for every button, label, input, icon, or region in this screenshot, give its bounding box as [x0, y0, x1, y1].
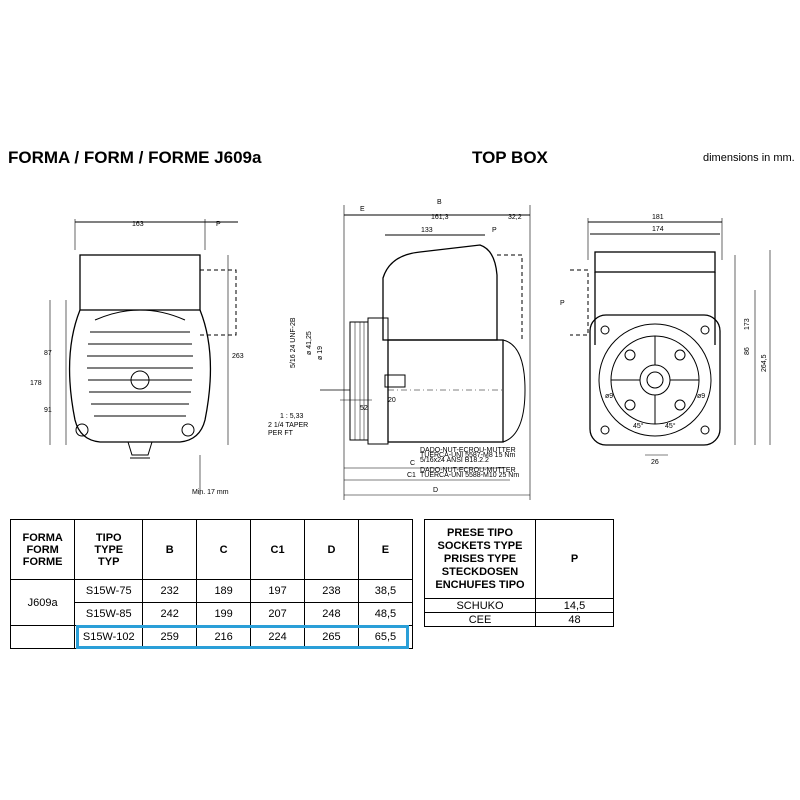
side-view: E B 161,3 32,2 133 P 5/16 24 UNF-2B ø 41…	[268, 199, 531, 500]
header-socket-type: PRESE TIPO SOCKETS TYPE PRISES TYPE STEC…	[424, 519, 536, 599]
dim-unf: 5/16 24 UNF-2B	[290, 317, 297, 368]
spec-table: FORMA FORM FORME TIPO TYPE TYP B C C1 D …	[9, 519, 414, 649]
cell-p: 48	[535, 612, 614, 627]
cell-socket: SCHUKO	[424, 598, 536, 613]
header-p: P	[535, 519, 614, 599]
cell-b: 259	[142, 625, 198, 649]
header-tipo-text: TIPO TYPE TYP	[94, 531, 124, 568]
dim-264-5: 264,5	[761, 354, 768, 372]
cell-c1: 224	[250, 625, 305, 649]
dim-p-left: P	[216, 221, 221, 228]
dim-178: 178	[30, 380, 42, 387]
cell-e: 65,5	[357, 625, 414, 649]
cell-d: 238	[304, 579, 359, 603]
cell-d: 248	[304, 602, 359, 626]
dim-91: 91	[44, 407, 52, 414]
dim-p-side: P	[492, 227, 497, 234]
dim-45-right: 45°	[665, 422, 676, 430]
dim-b: B	[437, 199, 442, 206]
dim-32-2: 32,2	[508, 214, 522, 221]
rear-view: 181 174 P ø9 ø9 45° 45° 26 173 86 264,5	[560, 214, 771, 466]
header-forma: FORMA FORM FORME	[9, 519, 76, 580]
dimensions-note: dimensions in mm.	[703, 152, 795, 164]
header-socket-type-text: PRESE TIPO SOCKETS TYPE PRISES TYPE STEC…	[435, 526, 525, 591]
dim-133: 133	[421, 227, 433, 234]
topbox-title: TOP BOX	[472, 148, 548, 167]
cell-e: 48,5	[357, 602, 414, 626]
cell-type: S15W-75	[74, 579, 144, 603]
nut-note-3: 5/16x24 ANSI B18.2.2	[420, 457, 489, 464]
technical-drawing: 163 P 87 178 91 263 Min. 17 mm E B 161,3…	[30, 199, 771, 500]
cell-d: 265	[304, 625, 359, 649]
cell-type: S15W-102	[74, 625, 144, 649]
cell-p: 14,5	[535, 598, 614, 613]
page-title: FORMA / FORM / FORME J609a	[8, 148, 262, 167]
table-row: J609a S15W-75 232 189 197 238 38,5	[9, 579, 414, 626]
dim-263: 263	[232, 353, 244, 360]
dim-min-17: Min. 17 mm	[192, 489, 229, 496]
cell-c1: 197	[250, 579, 305, 603]
nut-note-2: TUERCA-UNI 5587-M8 15 Nm	[420, 452, 515, 459]
nut-note-1: DADO-NUT-ECROU-MUTTER	[420, 447, 516, 454]
dim-d41-25: ø 41,25	[306, 331, 313, 355]
table-row-highlighted: S15W-102 259 216 224 265 65,5	[9, 625, 414, 649]
dim-p-right: P	[560, 300, 565, 307]
cell-c1: 207	[250, 602, 305, 626]
taper-note-1: 2 1/4 TAPER	[268, 422, 308, 429]
cell-socket: CEE	[424, 612, 536, 627]
dim-e: E	[360, 206, 365, 213]
dim-52: 52	[360, 405, 368, 412]
header-tipo: TIPO TYPE TYP	[74, 519, 144, 580]
nut-note-4: DADO-NUT-ECROU-MUTTER	[420, 467, 516, 474]
cell-type: S15W-85	[74, 602, 144, 626]
cell-b: 242	[142, 602, 198, 626]
cell-c: 189	[196, 579, 252, 603]
taper-note-2: PER FT	[268, 430, 294, 437]
dim-86: 86	[744, 347, 751, 355]
cell-b: 232	[142, 579, 198, 603]
dim-d9-left: ø9	[605, 393, 613, 400]
dim-d: D	[433, 487, 438, 494]
dim-d19: ø 19	[317, 346, 324, 360]
dim-174: 174	[652, 226, 664, 233]
dim-45-left: 45°	[633, 422, 644, 430]
dim-163: 163	[132, 221, 144, 228]
header-forma-text: FORMA FORM FORME	[22, 531, 63, 568]
dim-taper-ratio: 1 : 5,33	[280, 413, 303, 420]
dim-161-3: 161,3	[431, 214, 449, 221]
header-d: D	[304, 519, 359, 580]
dim-d9-right: ø9	[697, 393, 705, 400]
header-c1: C1	[250, 519, 305, 580]
cell-e: 38,5	[357, 579, 414, 603]
table-row: CEE 48	[424, 612, 614, 627]
front-view: 163 P 87 178 91 263 Min. 17 mm	[30, 219, 244, 496]
dim-c1: C1	[407, 472, 416, 479]
dim-181: 181	[652, 214, 664, 221]
cell-c: 199	[196, 602, 252, 626]
header-c: C	[196, 519, 252, 580]
dim-26: 26	[651, 459, 659, 466]
dim-87: 87	[44, 350, 52, 357]
group-label: J609a	[9, 579, 76, 626]
table-row: SCHUKO 14,5	[424, 598, 614, 613]
nut-note-5: TUERCA-UNI 5588-M10 25 Nm	[420, 472, 519, 479]
cell-empty	[9, 625, 76, 649]
cell-c: 216	[196, 625, 252, 649]
dim-20: 20	[388, 397, 396, 404]
sockets-table: PRESE TIPO SOCKETS TYPE PRISES TYPE STEC…	[424, 519, 614, 627]
header-e: E	[357, 519, 414, 580]
dim-173: 173	[744, 318, 751, 330]
dim-c: C	[410, 460, 415, 467]
header-b: B	[142, 519, 198, 580]
